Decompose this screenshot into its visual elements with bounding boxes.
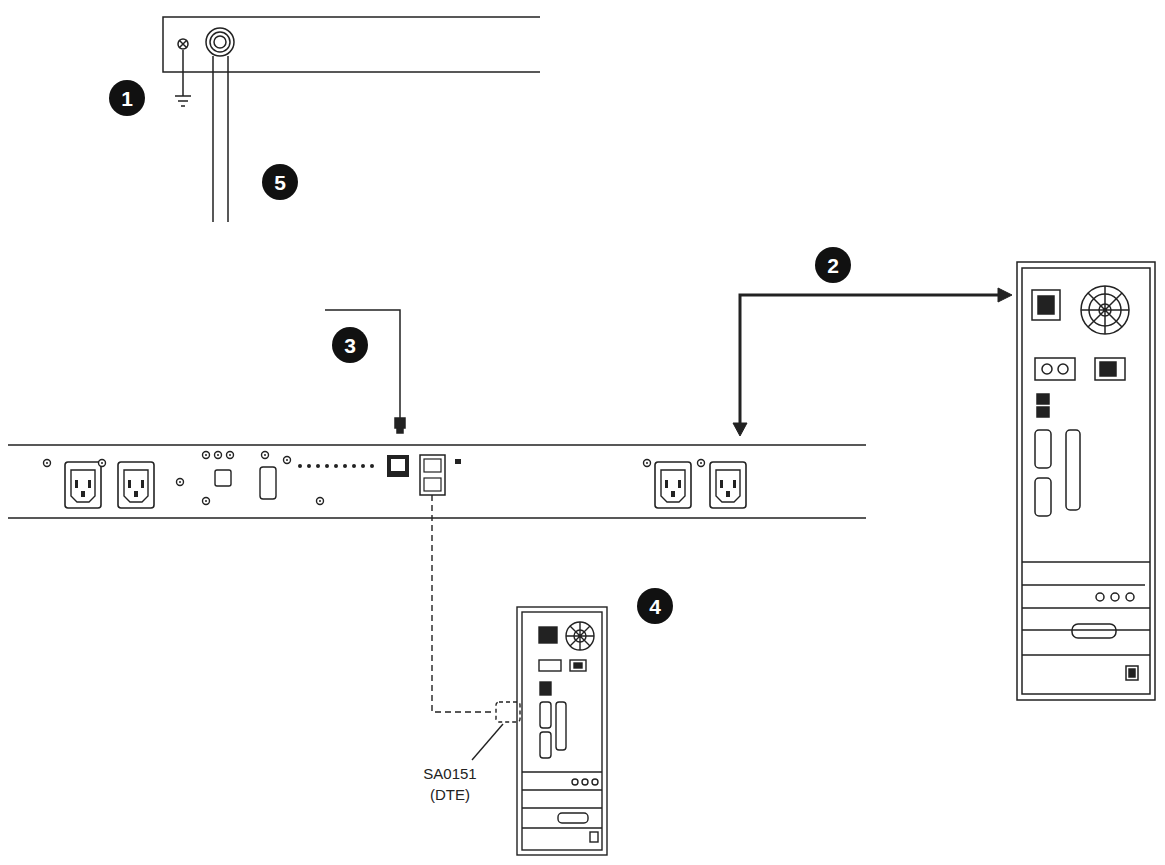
callout-number: 3 <box>332 327 368 363</box>
computer-small <box>517 607 607 855</box>
callout-number: 1 <box>109 80 145 116</box>
power-connection-arrow <box>733 288 1012 436</box>
network-cable <box>325 310 405 433</box>
indicator-dot <box>361 464 365 468</box>
part-label: SA0151 <box>423 765 476 783</box>
console-cable <box>432 495 520 760</box>
indicator-dot <box>298 464 302 468</box>
ground-symbol <box>175 50 191 106</box>
indicator-dot <box>307 464 311 468</box>
callout-number: 2 <box>815 247 851 283</box>
indicator-dot <box>334 464 338 468</box>
top-panel <box>163 17 540 222</box>
pdu-rear-panel <box>8 445 866 518</box>
indicator-dot <box>343 464 347 468</box>
indicator-dot <box>352 464 356 468</box>
indicator-dot <box>316 464 320 468</box>
indicator-dot <box>325 464 329 468</box>
callout-number: 4 <box>637 588 673 624</box>
computer-large <box>1017 262 1155 700</box>
indicator-dot <box>370 464 374 468</box>
part-label: (DTE) <box>430 786 470 804</box>
callout-number: 5 <box>262 164 298 200</box>
